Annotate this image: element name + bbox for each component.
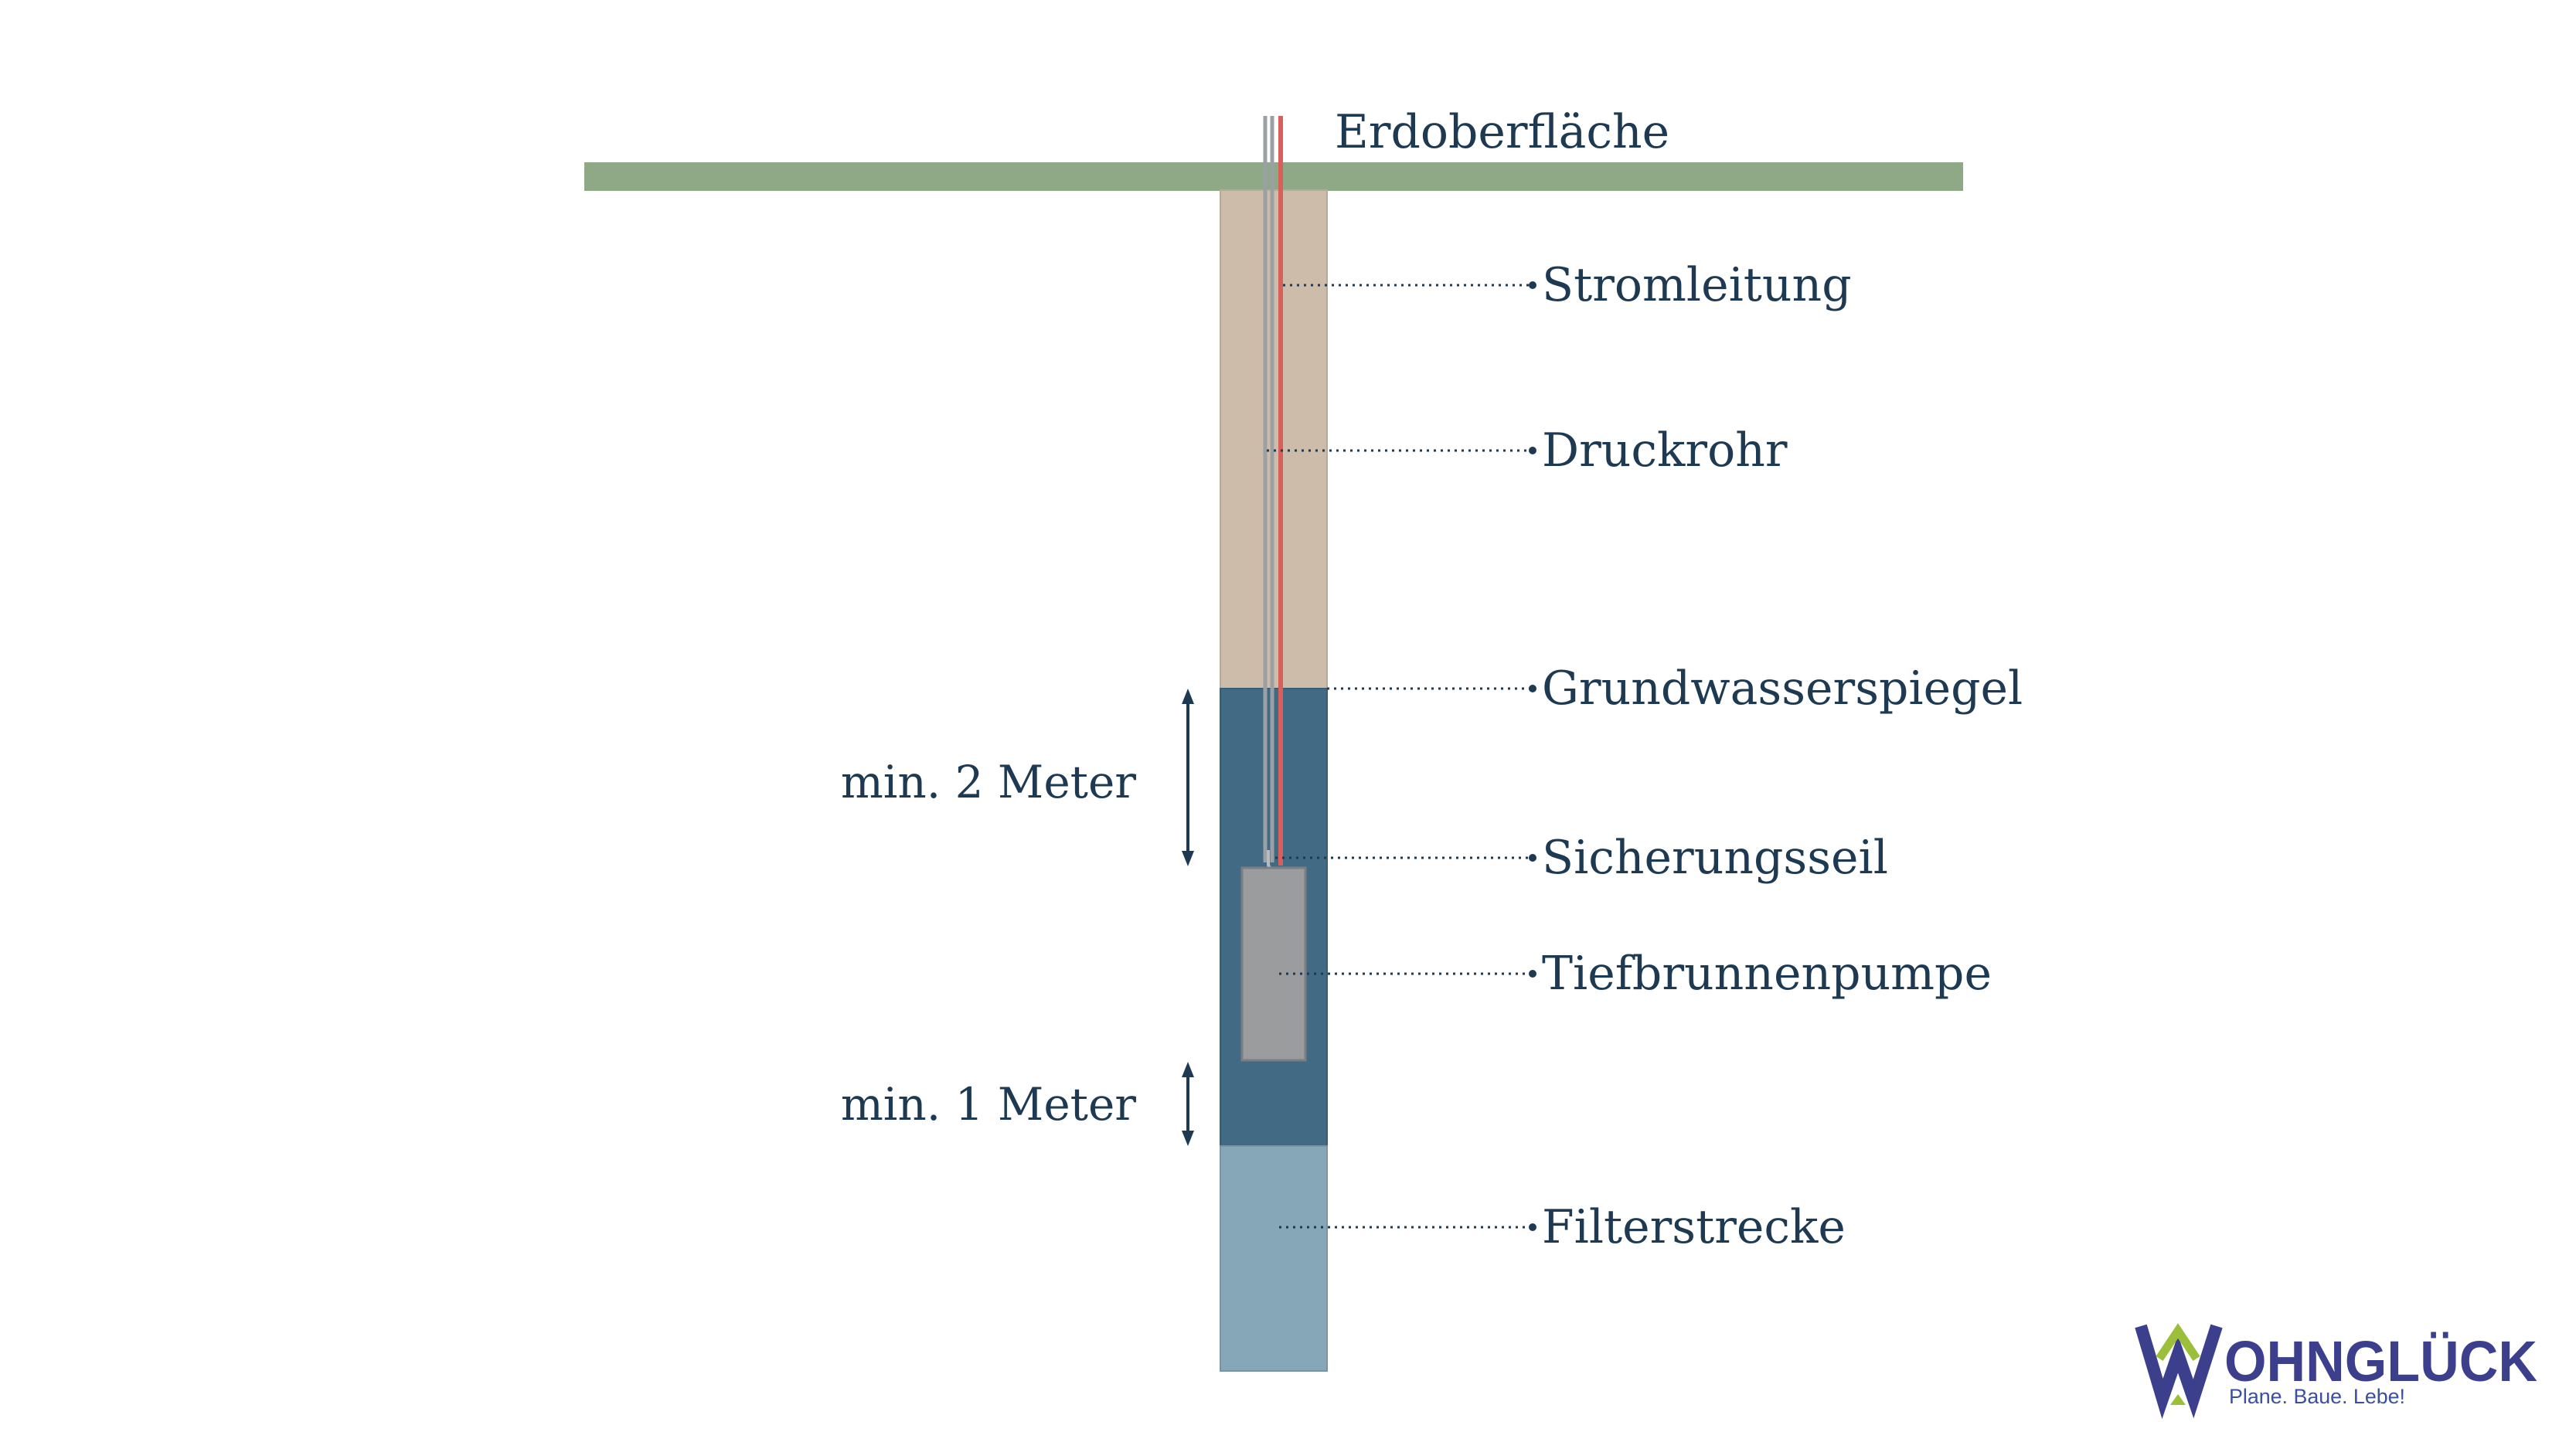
logo-wordmark: OHNGLÜCK	[2224, 1329, 2537, 1393]
leader-grundwasserspiegel	[1327, 685, 1536, 692]
logo-tagline: Plane. Baue. Lebe!	[2229, 1385, 2405, 1408]
brand-logo: OHNGLÜCK Plane. Baue. Lebe!	[2135, 1323, 2537, 1420]
label-sicherungsseil: Sicherungsseil	[1542, 831, 1888, 885]
leader-stromleitung	[1283, 281, 1536, 289]
leader-tiefbrunnenpumpe	[1279, 970, 1536, 978]
logo-w-house-icon	[2135, 1323, 2223, 1420]
leader-filterstrecke	[1279, 1223, 1536, 1231]
dimension-arrow-lower	[1182, 1062, 1194, 1146]
dimension-arrow-upper	[1182, 689, 1194, 866]
leader-druckrohr	[1267, 447, 1536, 454]
surface-label: Erdoberfläche	[1335, 105, 1669, 159]
deep-well-pump	[1240, 866, 1307, 1062]
dimension-label-lower: min. 1 Meter	[841, 1078, 1136, 1131]
label-filterstrecke: Filterstrecke	[1542, 1200, 1846, 1254]
label-tiefbrunnenpumpe: Tiefbrunnenpumpe	[1542, 947, 1992, 1001]
leader-sicherungsseil	[1275, 854, 1536, 862]
label-druckrohr: Druckrohr	[1542, 423, 1788, 478]
filter-section	[1220, 1145, 1328, 1372]
label-stromleitung: Stromleitung	[1542, 258, 1852, 312]
label-grundwasserspiegel: Grundwasserspiegel	[1542, 662, 2023, 716]
dimension-label-upper: min. 2 Meter	[841, 756, 1136, 808]
pressure-pipe	[1263, 116, 1274, 862]
